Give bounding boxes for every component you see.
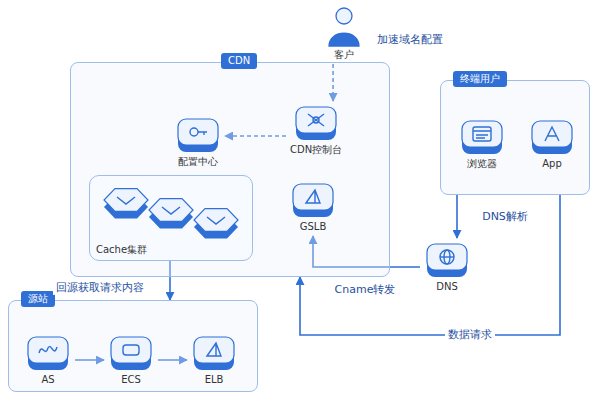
icon-top <box>462 121 502 147</box>
end-user-region: 终端用户浏览器App <box>440 80 590 195</box>
person-head <box>336 8 352 24</box>
connector <box>456 195 458 238</box>
node-label: 浏览器 <box>467 158 497 170</box>
node-label: App <box>542 158 562 170</box>
icon-glyph <box>308 114 324 126</box>
customer-figure: 客户 <box>320 2 368 64</box>
node-label: DNS <box>436 281 458 293</box>
icon-glyph <box>473 131 491 138</box>
elb-icon: ELB <box>187 331 241 389</box>
cache-hexagons <box>96 180 246 242</box>
node-label: ELB <box>205 374 224 386</box>
edge-label: DNS解析 <box>479 210 531 224</box>
hexagon-glyph <box>117 197 135 204</box>
node-label: Cache集群 <box>96 244 147 256</box>
cache-cluster: Cache集群 <box>89 175 253 261</box>
hexagon-top <box>104 189 148 212</box>
cdn-region: CDN配置中心CDN控制台Cache集群GSLB <box>70 62 390 277</box>
node-label: GSLB <box>300 221 327 233</box>
icon-glyph <box>440 250 454 264</box>
icon-glyph <box>198 132 207 135</box>
icon-top <box>293 184 333 210</box>
icon-glyph <box>306 190 320 203</box>
icon-top <box>194 337 234 363</box>
as-icon: AS <box>21 331 75 389</box>
ecs-icon: ECS <box>104 331 158 389</box>
node-icon <box>529 118 575 156</box>
node-label: ECS <box>121 374 141 386</box>
app-icon: App <box>525 115 579 173</box>
icon-glyph <box>207 343 221 356</box>
edge-label: 回源获取请求内容 <box>53 281 147 295</box>
icon-glyph <box>39 347 57 353</box>
node-icon <box>191 334 237 372</box>
icon-glyph <box>123 345 139 355</box>
node-label: CDN控制台 <box>290 144 342 156</box>
hexagon-glyph <box>207 217 225 224</box>
dns-icon: DNS <box>420 238 474 296</box>
node-icon <box>290 181 336 219</box>
origin-region: 源站ASECSELB <box>8 300 258 392</box>
icon-top <box>111 337 151 363</box>
edge-label: 数据请求 <box>445 328 495 342</box>
hexagon-glyph <box>162 207 180 214</box>
node-label: 客户 <box>334 49 354 61</box>
region-tab: 终端用户 <box>453 71 507 87</box>
console-icon: CDN控制台 <box>286 101 346 159</box>
icon-top <box>532 121 572 147</box>
person-body <box>329 33 359 46</box>
icon-top <box>296 107 336 133</box>
hexagon-top <box>149 199 193 222</box>
hexagon-top <box>194 209 238 232</box>
node-icon <box>293 104 339 142</box>
icon-glyph <box>440 256 454 257</box>
icon-glyph <box>473 127 491 141</box>
node-label: AS <box>41 374 54 386</box>
node-icon <box>25 334 71 372</box>
person-icon <box>324 5 364 47</box>
icon-top <box>427 244 467 270</box>
node-label: 配置中心 <box>178 156 218 168</box>
icon-top <box>28 337 68 363</box>
node-icon <box>424 241 470 279</box>
icon-top <box>178 119 218 145</box>
icon-glyph <box>545 127 559 141</box>
config-center-icon: 配置中心 <box>171 113 225 171</box>
node-icon <box>175 116 221 154</box>
region-tab: CDN <box>221 53 257 69</box>
region-tab: 源站 <box>21 291 55 307</box>
browser-icon: 浏览器 <box>455 115 509 173</box>
icon-glyph <box>190 128 198 136</box>
node-icon <box>459 118 505 156</box>
gslb-icon: GSLB <box>286 178 340 236</box>
edge-label: Cname转发 <box>332 283 399 297</box>
edge-label: 加速域名配置 <box>374 33 446 47</box>
node-icon <box>108 334 154 372</box>
